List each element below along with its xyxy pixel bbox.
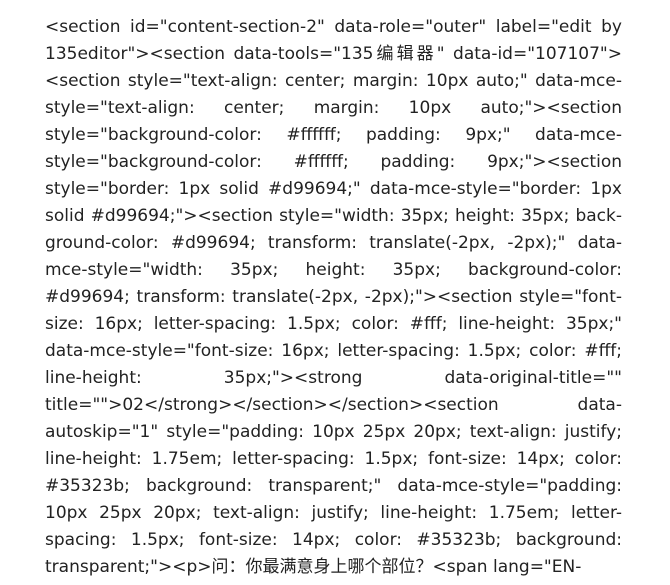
html-source-paragraph: <section id="content-section-2" data-rol…: [45, 17, 622, 577]
